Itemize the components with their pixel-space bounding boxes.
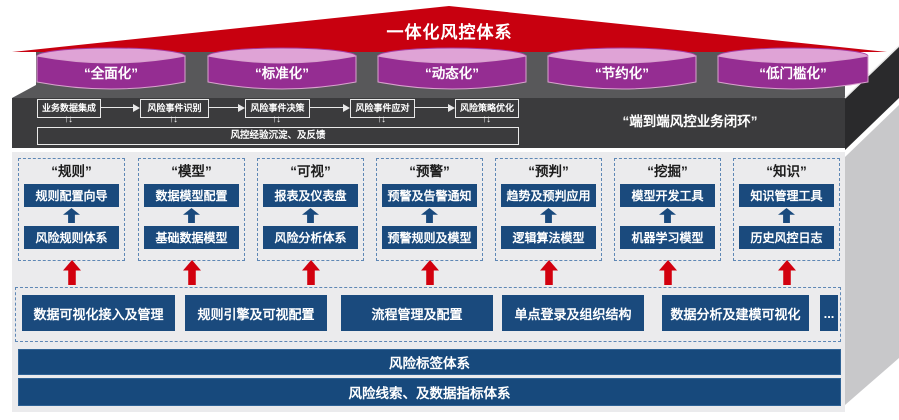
feedback-bar: 风控经验沉淀、及反馈	[37, 127, 519, 145]
service-box: 数据分析及建模可视化	[662, 295, 809, 331]
column-title: “挖掘”	[647, 164, 688, 179]
column-bottom-box: 风险规则体系	[24, 226, 119, 249]
service-box: 单点登录及组织结构	[502, 295, 644, 331]
up-arrow-icon	[540, 208, 557, 223]
service-box: 数据可视化接入及管理	[22, 295, 175, 331]
pillar-cylinders	[36, 47, 869, 90]
column-top-box: 预警及告警通知	[382, 184, 477, 207]
capability-column-mining: “挖掘” 模型开发工具 机器学习模型	[614, 158, 721, 261]
pillar-label: “低门槛化”	[759, 66, 827, 81]
up-arrow-icon	[659, 208, 676, 223]
process-step: 风险事件决策	[245, 99, 310, 118]
process-step: 风险事件应对	[350, 99, 415, 118]
pillar-label: “动态化”	[425, 66, 479, 81]
roof-banner	[12, 6, 887, 52]
service-box: 流程管理及配置	[341, 295, 493, 331]
process-step: 风险事件识别	[140, 99, 209, 118]
up-arrow-icon	[183, 208, 200, 223]
more-services-box: ...	[820, 295, 838, 331]
pillar-label: “节约化”	[595, 66, 649, 81]
column-top-box: 模型开发工具	[620, 184, 715, 207]
process-step: 风险策略优化	[455, 99, 519, 118]
updown-arrows-icon: ↑↓	[272, 114, 281, 125]
base-bar-risk-indicators: 风险线索、及数据指标体系	[18, 378, 841, 406]
capability-column-knowledge: “知识” 知识管理工具 历史风控日志	[733, 158, 840, 261]
diagram-title: 一体化风控体系	[386, 22, 513, 42]
column-bottom-box: 风险分析体系	[263, 226, 358, 249]
column-top-box: 数据模型配置	[144, 184, 239, 207]
column-top-box: 趋势及预判应用	[501, 184, 596, 207]
capability-column-predict: “预判” 趋势及预判应用 逻辑算法模型	[495, 158, 602, 261]
band-side-face	[845, 46, 899, 150]
up-arrow-icon	[302, 208, 319, 223]
column-top-box: 规则配置向导	[24, 184, 119, 207]
updown-arrows-icon: ↑↓	[482, 114, 491, 125]
updown-arrows-icon: ↑↓	[169, 114, 178, 125]
column-bottom-box: 基础数据模型	[144, 226, 239, 249]
column-bottom-box: 历史风控日志	[739, 226, 834, 249]
closed-loop-caption: “端到端风控业务闭环”	[622, 114, 758, 129]
process-band	[12, 98, 845, 148]
process-step: 业务数据集成	[37, 99, 101, 118]
up-arrow-icon	[63, 208, 80, 223]
service-box: 规则引擎及可视配置	[185, 295, 327, 331]
up-arrow-icon	[778, 208, 795, 223]
flow-arrow-right-icon	[414, 103, 455, 112]
column-title: “可视”	[290, 164, 331, 179]
base-bar-risk-tags: 风险标签体系	[18, 349, 841, 375]
body-side-face	[845, 105, 899, 405]
updown-arrows-icon: ↑↓	[377, 114, 386, 125]
capability-column-visual: “可视” 报表及仪表盘 风险分析体系	[257, 158, 364, 261]
platform-services-container	[15, 287, 841, 342]
capability-column-warning: “预警” 预警及告警通知 预警规则及模型	[376, 158, 483, 261]
up-arrow-icon	[421, 208, 438, 223]
column-top-box: 报表及仪表盘	[263, 184, 358, 207]
flow-arrow-right-icon	[208, 103, 245, 112]
pillar-label: “标准化”	[255, 66, 309, 81]
capability-column-models: “模型” 数据模型配置 基础数据模型	[138, 158, 245, 261]
column-bottom-box: 预警规则及模型	[382, 226, 477, 249]
flow-arrow-right-icon	[100, 103, 140, 112]
pillar-label: “全面化”	[84, 66, 138, 81]
updown-arrows-icon: ↑↓	[64, 114, 73, 125]
column-top-box: 知识管理工具	[739, 184, 834, 207]
column-title: “规则”	[51, 164, 92, 179]
column-bottom-box: 逻辑算法模型	[501, 226, 596, 249]
column-title: “预判”	[528, 164, 569, 179]
column-title: “预警”	[409, 164, 450, 179]
column-title: “知识”	[766, 164, 807, 179]
column-title: “模型”	[171, 164, 212, 179]
flow-arrow-right-icon	[309, 103, 350, 112]
column-bottom-box: 机器学习模型	[620, 226, 715, 249]
capability-column-rules: “规则” 规则配置向导 风险规则体系	[18, 158, 125, 261]
